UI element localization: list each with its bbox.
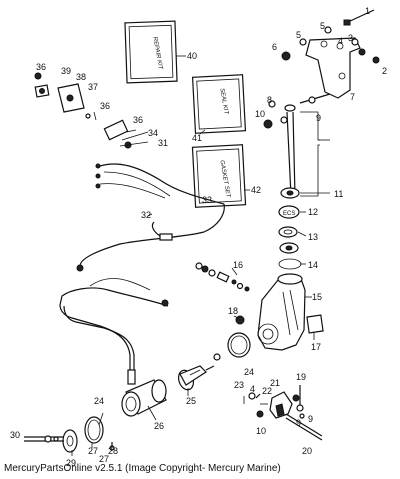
svg-text:29: 29 bbox=[66, 458, 76, 468]
decal bbox=[306, 314, 324, 340]
image-caption: MercuryPartsOnline v2.5.1 (Image Copyrig… bbox=[4, 463, 281, 474]
switch-callouts: 36 34 31 36 bbox=[100, 101, 168, 148]
gasket-set-box: GASKET SET 42 bbox=[191, 144, 261, 208]
svg-text:34: 34 bbox=[148, 128, 158, 138]
o-ring-gasket bbox=[213, 332, 251, 361]
svg-text:10: 10 bbox=[255, 109, 265, 119]
svg-text:7: 7 bbox=[350, 92, 355, 102]
shaft-callouts: 8 9 10 11 bbox=[255, 95, 343, 199]
svg-text:21: 21 bbox=[270, 378, 280, 388]
svg-text:6: 6 bbox=[272, 42, 277, 52]
motor-cable bbox=[59, 278, 169, 385]
svg-text:27: 27 bbox=[99, 454, 109, 464]
svg-text:9: 9 bbox=[308, 414, 313, 424]
valve-parts bbox=[195, 262, 250, 292]
svg-text:20: 20 bbox=[302, 446, 312, 456]
svg-text:23: 23 bbox=[234, 380, 244, 390]
end-cap-assembly bbox=[24, 412, 115, 456]
repair-kit-text: REPAIR KIT bbox=[152, 36, 164, 71]
svg-text:36: 36 bbox=[36, 62, 46, 72]
seal-stack: ECS bbox=[278, 187, 330, 270]
repair-kit-box: REPAIR KIT 40 bbox=[124, 20, 197, 84]
callout-17: 17 bbox=[311, 342, 321, 352]
cover-plate bbox=[34, 72, 85, 113]
svg-text:27: 27 bbox=[88, 446, 98, 456]
svg-text:4: 4 bbox=[338, 36, 343, 46]
pump-housing bbox=[257, 273, 312, 351]
stack-callouts: 12 13 14 bbox=[308, 207, 318, 270]
svg-text:36: 36 bbox=[133, 115, 143, 125]
callout-26: 26 bbox=[154, 421, 164, 431]
callout-18: 18 bbox=[228, 306, 238, 316]
svg-text:2: 2 bbox=[382, 66, 387, 76]
callout-16: 16 bbox=[233, 260, 243, 270]
end-cap-callouts: 24 28 27 29 30 27 bbox=[10, 396, 118, 468]
svg-text:3: 3 bbox=[348, 33, 353, 43]
plate-callouts: 36 39 38 37 bbox=[36, 62, 98, 92]
switch-assembly bbox=[85, 111, 149, 149]
mounting-bracket bbox=[281, 9, 380, 99]
svg-text:31: 31 bbox=[158, 138, 168, 148]
svg-text:28: 28 bbox=[108, 446, 118, 456]
svg-text:30: 30 bbox=[10, 430, 20, 440]
svg-text:10: 10 bbox=[256, 426, 266, 436]
steering-shaft bbox=[263, 93, 331, 197]
callout-41: 41 bbox=[192, 133, 202, 143]
callout-42: 42 bbox=[251, 185, 261, 195]
svg-text:5: 5 bbox=[296, 30, 301, 40]
svg-text:8: 8 bbox=[267, 95, 272, 105]
svg-text:4: 4 bbox=[250, 384, 255, 394]
lower-bracket bbox=[243, 385, 323, 441]
bracket-callouts: 1 2 3 4 5 5 6 7 bbox=[272, 6, 387, 102]
callout-15: 15 bbox=[312, 292, 322, 302]
svg-text:36: 36 bbox=[100, 101, 110, 111]
callout-33: 33 bbox=[202, 195, 212, 205]
svg-text:1: 1 bbox=[365, 6, 370, 16]
svg-text:38: 38 bbox=[76, 72, 86, 82]
callout-25: 25 bbox=[186, 396, 196, 406]
seal-kit-box: SEAL KIT 41 bbox=[191, 74, 247, 143]
svg-text:39: 39 bbox=[61, 66, 71, 76]
wiring-harness bbox=[76, 163, 225, 272]
plug bbox=[233, 315, 245, 325]
svg-text:24: 24 bbox=[94, 396, 104, 406]
svg-text:37: 37 bbox=[88, 82, 98, 92]
svg-text:19: 19 bbox=[296, 372, 306, 382]
svg-text:13: 13 bbox=[308, 232, 318, 242]
svg-text:14: 14 bbox=[308, 260, 318, 270]
lower-callouts: 23 4 22 21 19 10 9 20 9 bbox=[234, 372, 313, 456]
callout-32: 32 bbox=[141, 210, 151, 220]
callout-24a: 24 bbox=[244, 367, 254, 377]
svg-text:12: 12 bbox=[308, 207, 318, 217]
svg-text:11: 11 bbox=[334, 189, 343, 199]
callout-40: 40 bbox=[187, 51, 197, 61]
svg-text:9: 9 bbox=[296, 418, 301, 428]
svg-text:5: 5 bbox=[320, 21, 325, 31]
svg-text:22: 22 bbox=[262, 386, 272, 396]
svg-text:ECS: ECS bbox=[283, 211, 295, 217]
armature bbox=[177, 365, 215, 396]
svg-text:9: 9 bbox=[316, 113, 321, 123]
seal-kit-text: SEAL KIT bbox=[218, 88, 229, 116]
motor-frame bbox=[121, 379, 167, 421]
